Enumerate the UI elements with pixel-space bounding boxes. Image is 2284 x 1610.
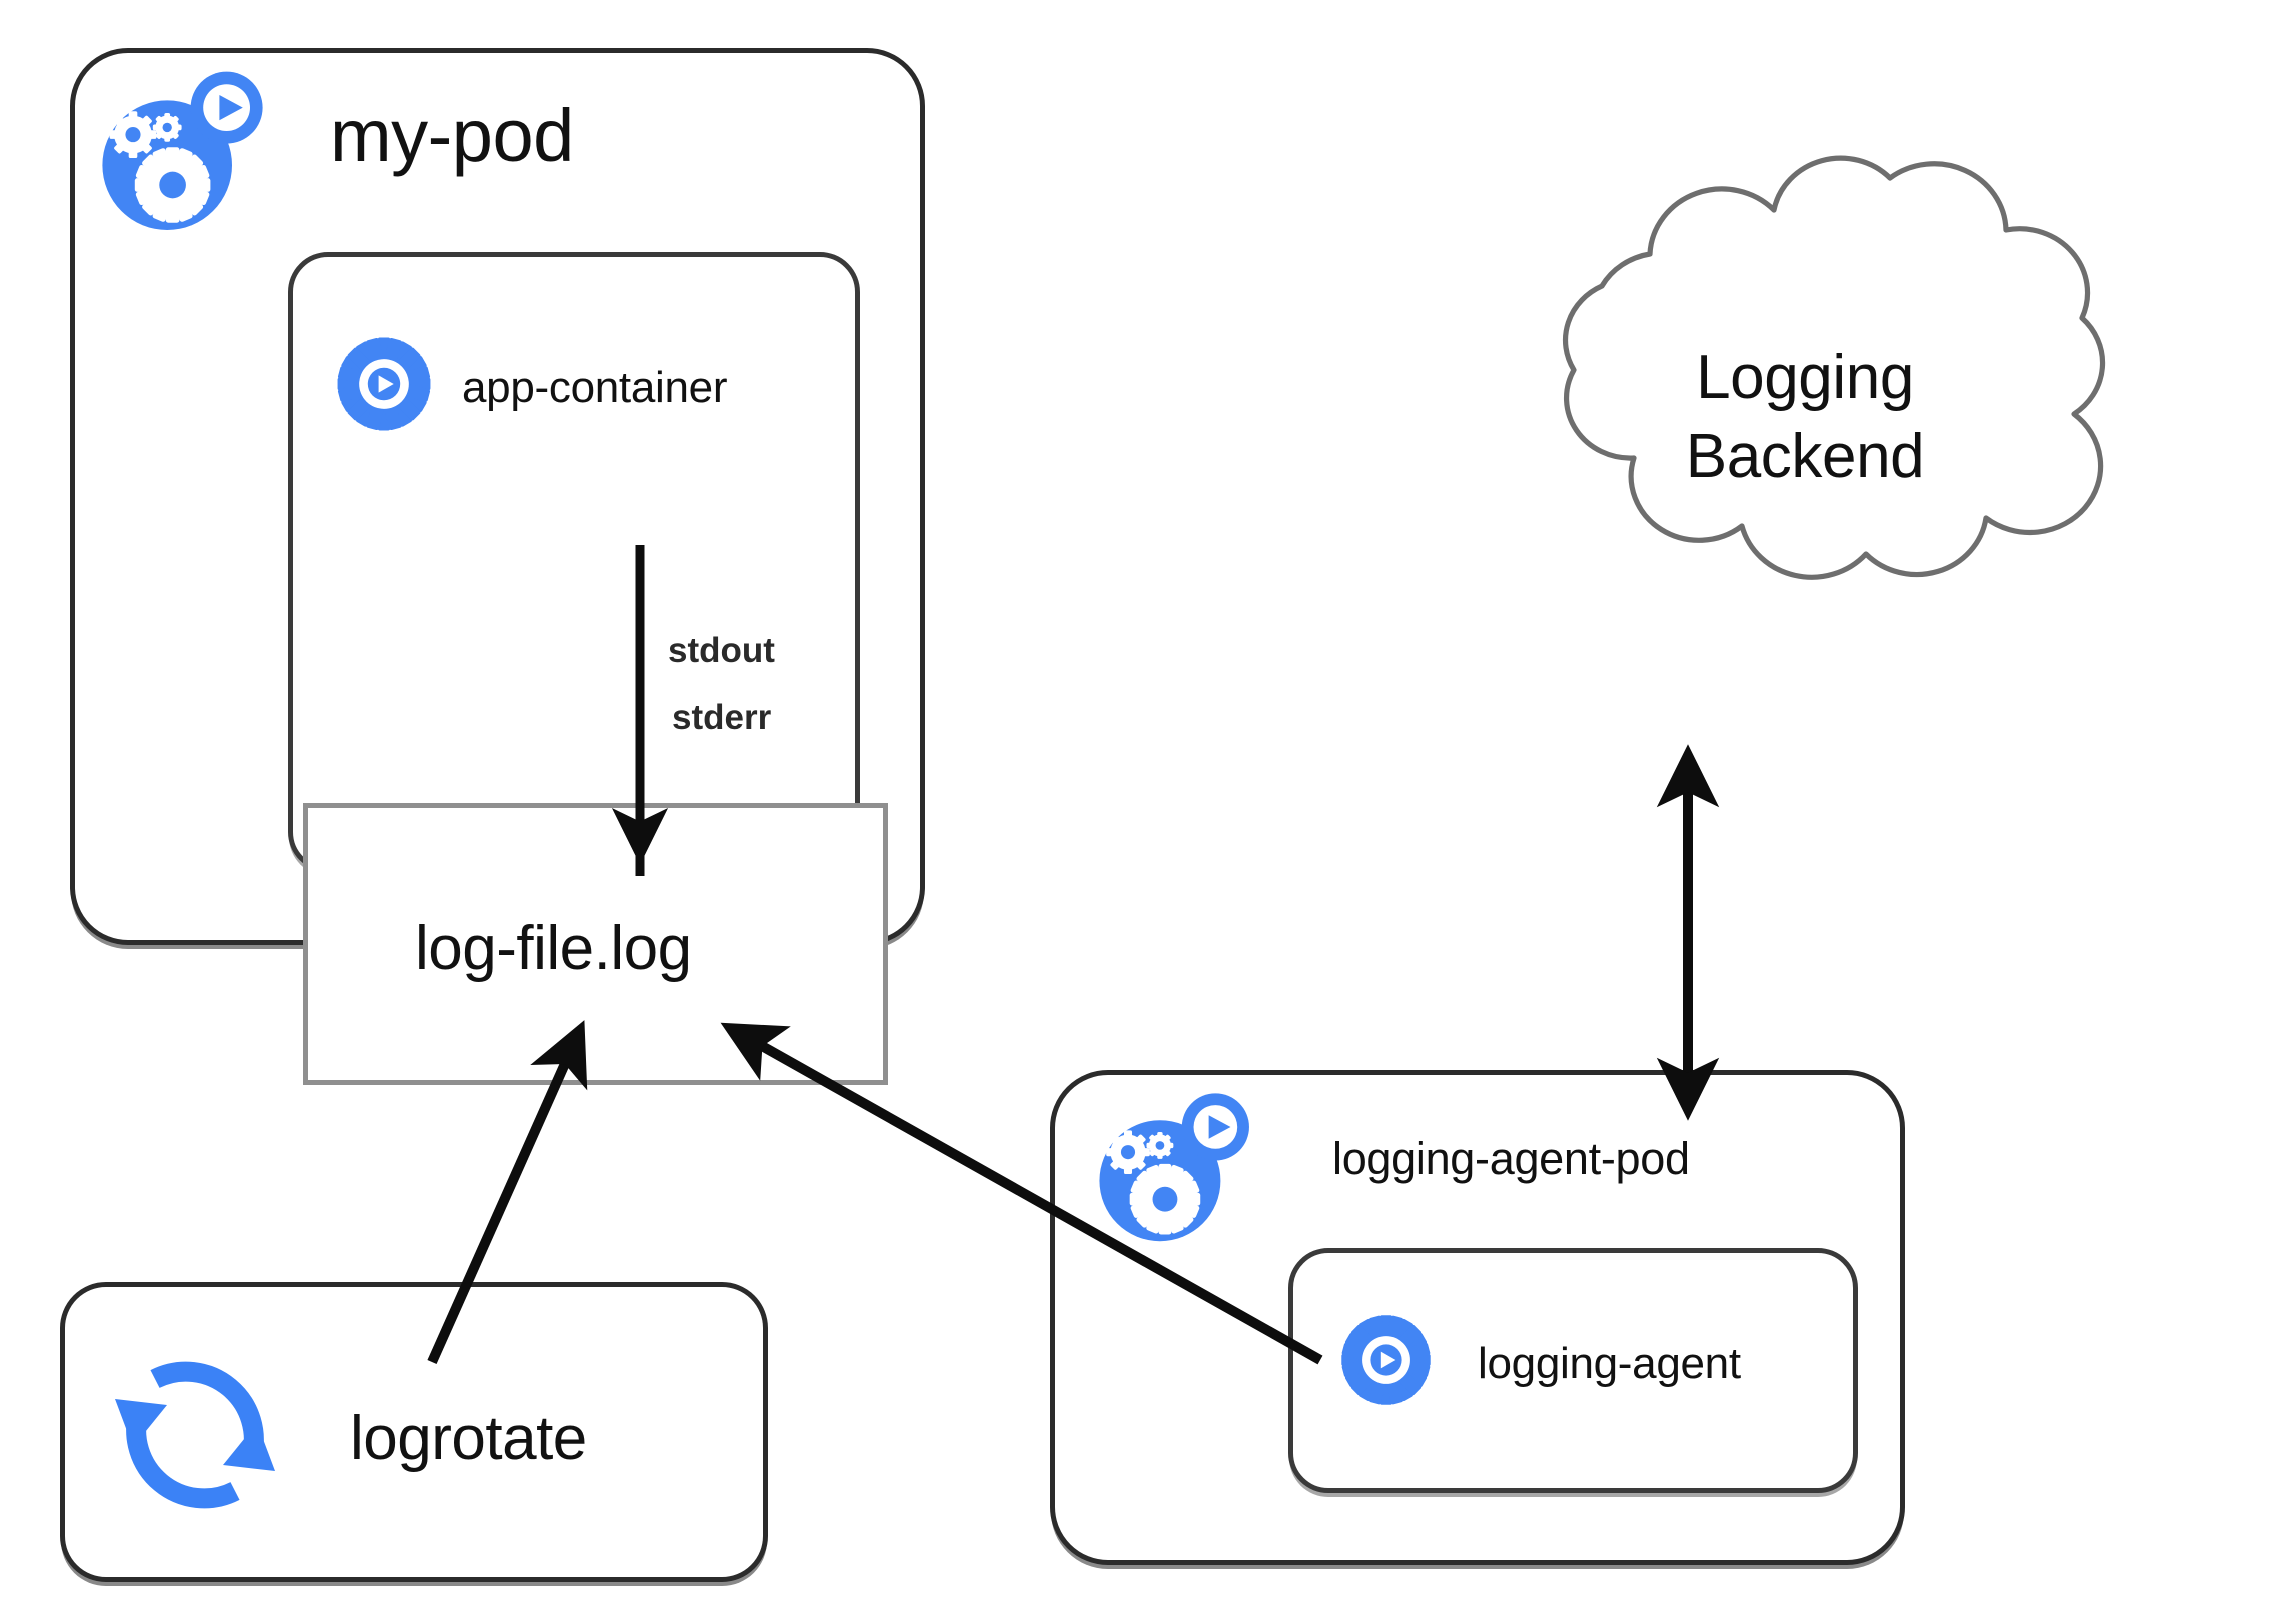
node-logging-agent-label: logging-agent <box>1478 1339 1741 1388</box>
node-my-pod-label: my-pod <box>330 94 574 177</box>
kubernetes-pod-icon <box>88 68 268 248</box>
node-logging-backend-cloud[interactable] <box>1350 150 2260 730</box>
container-gear-play-icon <box>330 330 438 438</box>
edge-stderr-label: stderr <box>672 698 772 737</box>
recycle-rotate-icon <box>95 1335 295 1535</box>
node-app-container-label: app-container <box>462 363 728 412</box>
kubernetes-pod-icon <box>1086 1090 1254 1258</box>
node-logging-agent-pod-label: logging-agent-pod <box>1332 1133 1690 1184</box>
node-logrotate[interactable] <box>60 1282 768 1582</box>
node-log-file-label: log-file.log <box>415 914 692 983</box>
container-gear-play-icon <box>1334 1308 1438 1412</box>
edge-stdout-label: stdout <box>668 631 775 670</box>
node-logging-backend-label: Logging Backend <box>1685 343 1925 492</box>
node-logrotate-label: logrotate <box>350 1404 587 1473</box>
